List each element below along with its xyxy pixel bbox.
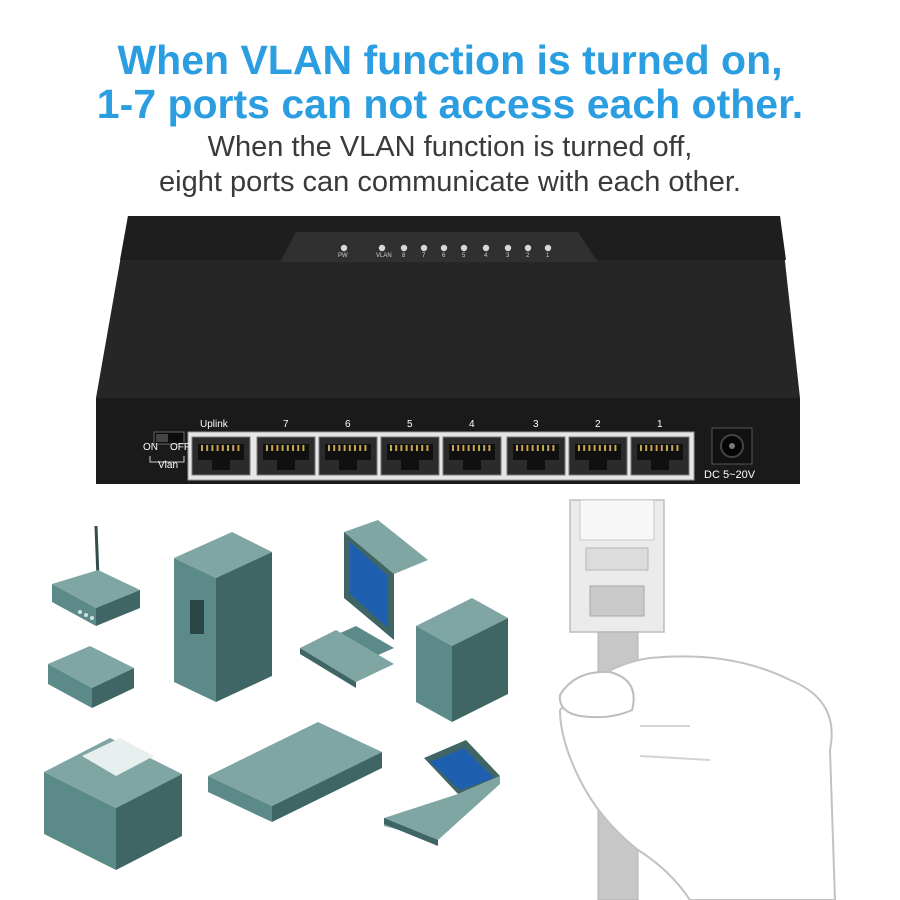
ethernet-port — [318, 436, 378, 476]
port-label: 6 — [345, 419, 351, 430]
subline-line-1: When the VLAN function is turned off, — [207, 131, 693, 163]
led-label: 4 — [484, 253, 488, 259]
vlan-on-label: ON — [143, 442, 158, 453]
led-label: 8 — [402, 253, 406, 259]
ethernet-port — [191, 436, 251, 476]
scanner-icon — [208, 722, 382, 822]
led-label: VLAN — [376, 253, 392, 259]
monitor-icon — [338, 520, 428, 656]
led-indicator — [378, 244, 386, 252]
vlan-off-label: OFF — [170, 442, 190, 453]
led-indicator — [420, 244, 428, 252]
power-label: DC 5~20V — [704, 469, 756, 481]
rj45-connector-icon — [569, 499, 665, 633]
port-label: Uplink — [200, 419, 228, 430]
headline-line-2: 1-7 ports can not access each other. — [96, 81, 804, 127]
led-panel — [280, 232, 598, 262]
keyboard-icon — [300, 630, 394, 688]
led-label: 2 — [526, 253, 530, 259]
port-label: 3 — [533, 419, 539, 430]
ethernet-port — [630, 436, 690, 476]
hand-holding-cable-image — [558, 499, 837, 900]
laptop-icon — [384, 740, 500, 846]
wifi-router-icon — [52, 525, 140, 626]
led-label: 7 — [422, 253, 426, 259]
port-label: 5 — [407, 419, 413, 430]
ethernet-port — [568, 436, 628, 476]
port-label: 2 — [595, 419, 601, 430]
led-label: 6 — [442, 253, 446, 259]
led-label: 5 — [462, 253, 466, 259]
ethernet-port — [442, 436, 502, 476]
led-indicator — [504, 244, 512, 252]
desktop-tower-icon — [416, 598, 508, 722]
led-label: PW — [338, 253, 348, 259]
led-indicator — [544, 244, 552, 252]
led-indicator — [524, 244, 532, 252]
ethernet-port — [256, 436, 316, 476]
led-indicator — [440, 244, 448, 252]
hand — [558, 655, 837, 900]
vlan-label: Vlan — [158, 460, 179, 471]
port-label: 7 — [283, 419, 289, 430]
network-devices-illustration — [44, 520, 508, 870]
led-label: 1 — [546, 253, 550, 259]
led-indicator — [482, 244, 490, 252]
subline-line-2: eight ports can communicate with each ot… — [159, 166, 741, 198]
ethernet-port — [506, 436, 566, 476]
gateway-icon — [48, 646, 134, 708]
printer-icon — [44, 738, 182, 870]
port-label: 1 — [657, 419, 663, 430]
port-label: 4 — [469, 419, 475, 430]
tower-server-icon — [174, 532, 272, 702]
led-indicator — [400, 244, 408, 252]
led-indicator — [460, 244, 468, 252]
headline-line-1: When VLAN function is turned on, — [117, 37, 783, 83]
led-label: 3 — [506, 253, 510, 259]
ethernet-port — [380, 436, 440, 476]
led-indicator — [340, 244, 348, 252]
